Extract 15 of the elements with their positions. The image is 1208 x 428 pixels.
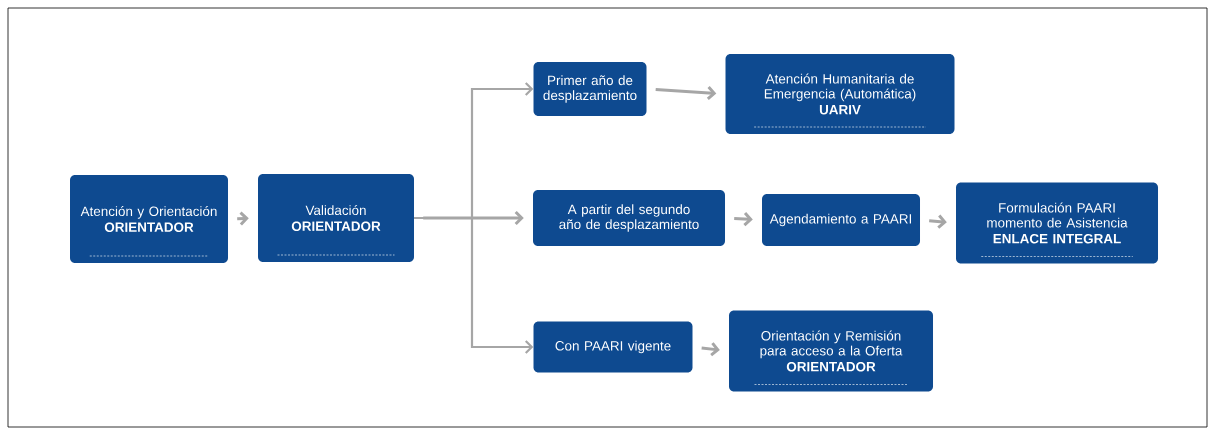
process-box: A partir del segundo año de desplazamiento bbox=[533, 190, 725, 246]
chevron-arrow bbox=[423, 210, 524, 226]
process-box: Primer año de desplazamiento bbox=[533, 62, 647, 116]
chevron-arrow bbox=[655, 85, 717, 101]
chevron-arrow bbox=[701, 342, 720, 357]
process-box: Formulación PAARI momento de Asistencia ENLACE INTEGRAL bbox=[956, 182, 1158, 264]
arrow bbox=[414, 216, 534, 354]
process-box: Atención Humanitaria de Emergencia (Automática) UARIV bbox=[725, 54, 955, 134]
process-box: Validación ORIENTADOR bbox=[258, 174, 414, 262]
process-box: Orientación y Remisión para acceso a la Oferta ORIENTADOR bbox=[729, 310, 933, 392]
chevron-arrow bbox=[929, 214, 947, 229]
chevron-arrow bbox=[734, 212, 753, 227]
process-box: Agendamiento a PAARI bbox=[762, 194, 920, 246]
process-box: Atención y Orientación ORIENTADOR bbox=[70, 175, 228, 263]
process-box: Con PAARI vigente bbox=[533, 321, 693, 373]
